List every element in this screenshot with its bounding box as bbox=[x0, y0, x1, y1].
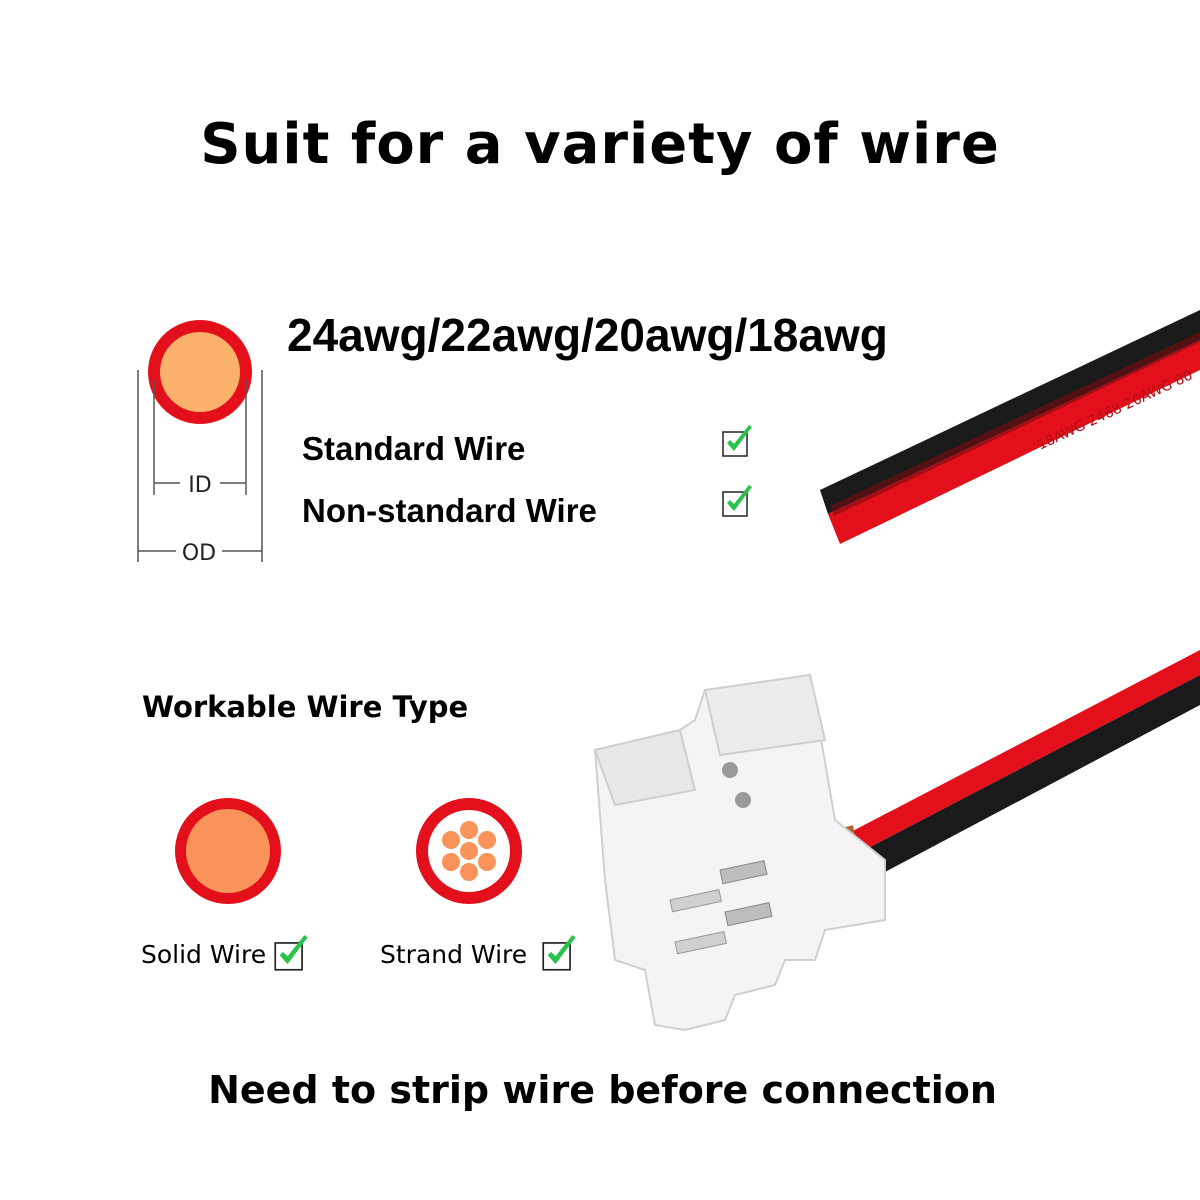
page-title: Suit for a variety of wire bbox=[200, 112, 1000, 177]
conductor-core bbox=[160, 332, 240, 412]
checkmark-icon bbox=[274, 935, 308, 971]
non-standard-wire-label: Non-standard Wire bbox=[302, 492, 597, 529]
od-label: OD bbox=[182, 541, 216, 566]
strand-wire-icon bbox=[416, 798, 522, 904]
standard-wire-label: Standard Wire bbox=[302, 430, 526, 467]
checkmark-icon bbox=[722, 485, 752, 517]
strand-wire-label: Strand Wire bbox=[380, 940, 528, 969]
strip-connector-image bbox=[593, 650, 1200, 1032]
wire-cross-section-diagram: ID OD bbox=[137, 320, 263, 566]
gauge-range: 24awg/22awg/20awg/18awg bbox=[287, 309, 888, 361]
solid-wire-icon bbox=[175, 798, 281, 904]
footer-note: Need to strip wire before connection bbox=[208, 1068, 997, 1112]
two-core-cable-image: 18AWG 2468 20AWG 80 bbox=[820, 310, 1200, 544]
id-label: ID bbox=[188, 473, 211, 498]
section-title: Workable Wire Type bbox=[142, 690, 469, 724]
checkmark-icon bbox=[722, 425, 752, 457]
solid-wire-label: Solid Wire bbox=[141, 940, 267, 969]
checkmark-icon bbox=[542, 935, 576, 971]
